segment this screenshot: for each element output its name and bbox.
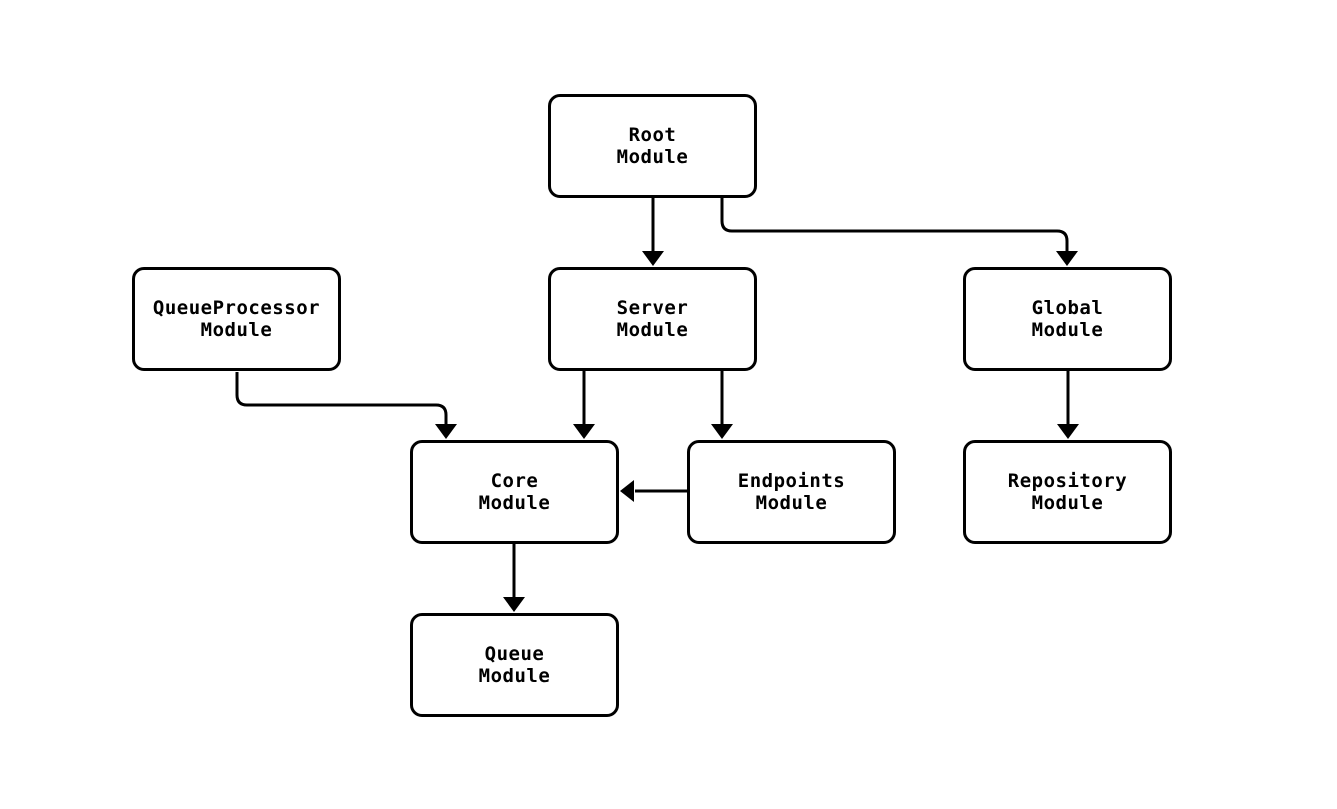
- node-server-module: Server Module: [548, 267, 757, 371]
- node-queue-module-label: Queue Module: [478, 643, 551, 687]
- node-root-module: Root Module: [548, 94, 757, 198]
- arrowhead-global-repository: [1057, 424, 1079, 439]
- arrowhead-server-core: [573, 424, 595, 439]
- node-endpoints-module-label: Endpoints Module: [737, 470, 846, 514]
- node-queueprocessor-module: QueueProcessor Module: [132, 267, 341, 371]
- node-global-module: Global Module: [963, 267, 1172, 371]
- node-repository-module: Repository Module: [963, 440, 1172, 544]
- arrowhead-endpoints-core: [620, 480, 634, 502]
- edge-queueprocessor-core: [235, 372, 448, 426]
- arrowhead-root-server: [642, 251, 664, 266]
- node-core-module-label: Core Module: [478, 470, 551, 514]
- node-queueprocessor-module-label: QueueProcessor Module: [152, 297, 321, 341]
- arrowhead-root-global: [1056, 251, 1078, 266]
- node-repository-module-label: Repository Module: [1007, 470, 1128, 514]
- arrowhead-queueprocessor-core: [435, 424, 457, 439]
- node-core-module: Core Module: [410, 440, 619, 544]
- node-global-module-label: Global Module: [1031, 297, 1104, 341]
- node-root-module-label: Root Module: [616, 124, 689, 168]
- edge-root-global: [720, 198, 1069, 253]
- node-queue-module: Queue Module: [410, 613, 619, 717]
- arrowhead-core-queue: [503, 597, 525, 612]
- node-server-module-label: Server Module: [616, 297, 689, 341]
- arrowhead-server-endpoints: [711, 424, 733, 439]
- node-endpoints-module: Endpoints Module: [687, 440, 896, 544]
